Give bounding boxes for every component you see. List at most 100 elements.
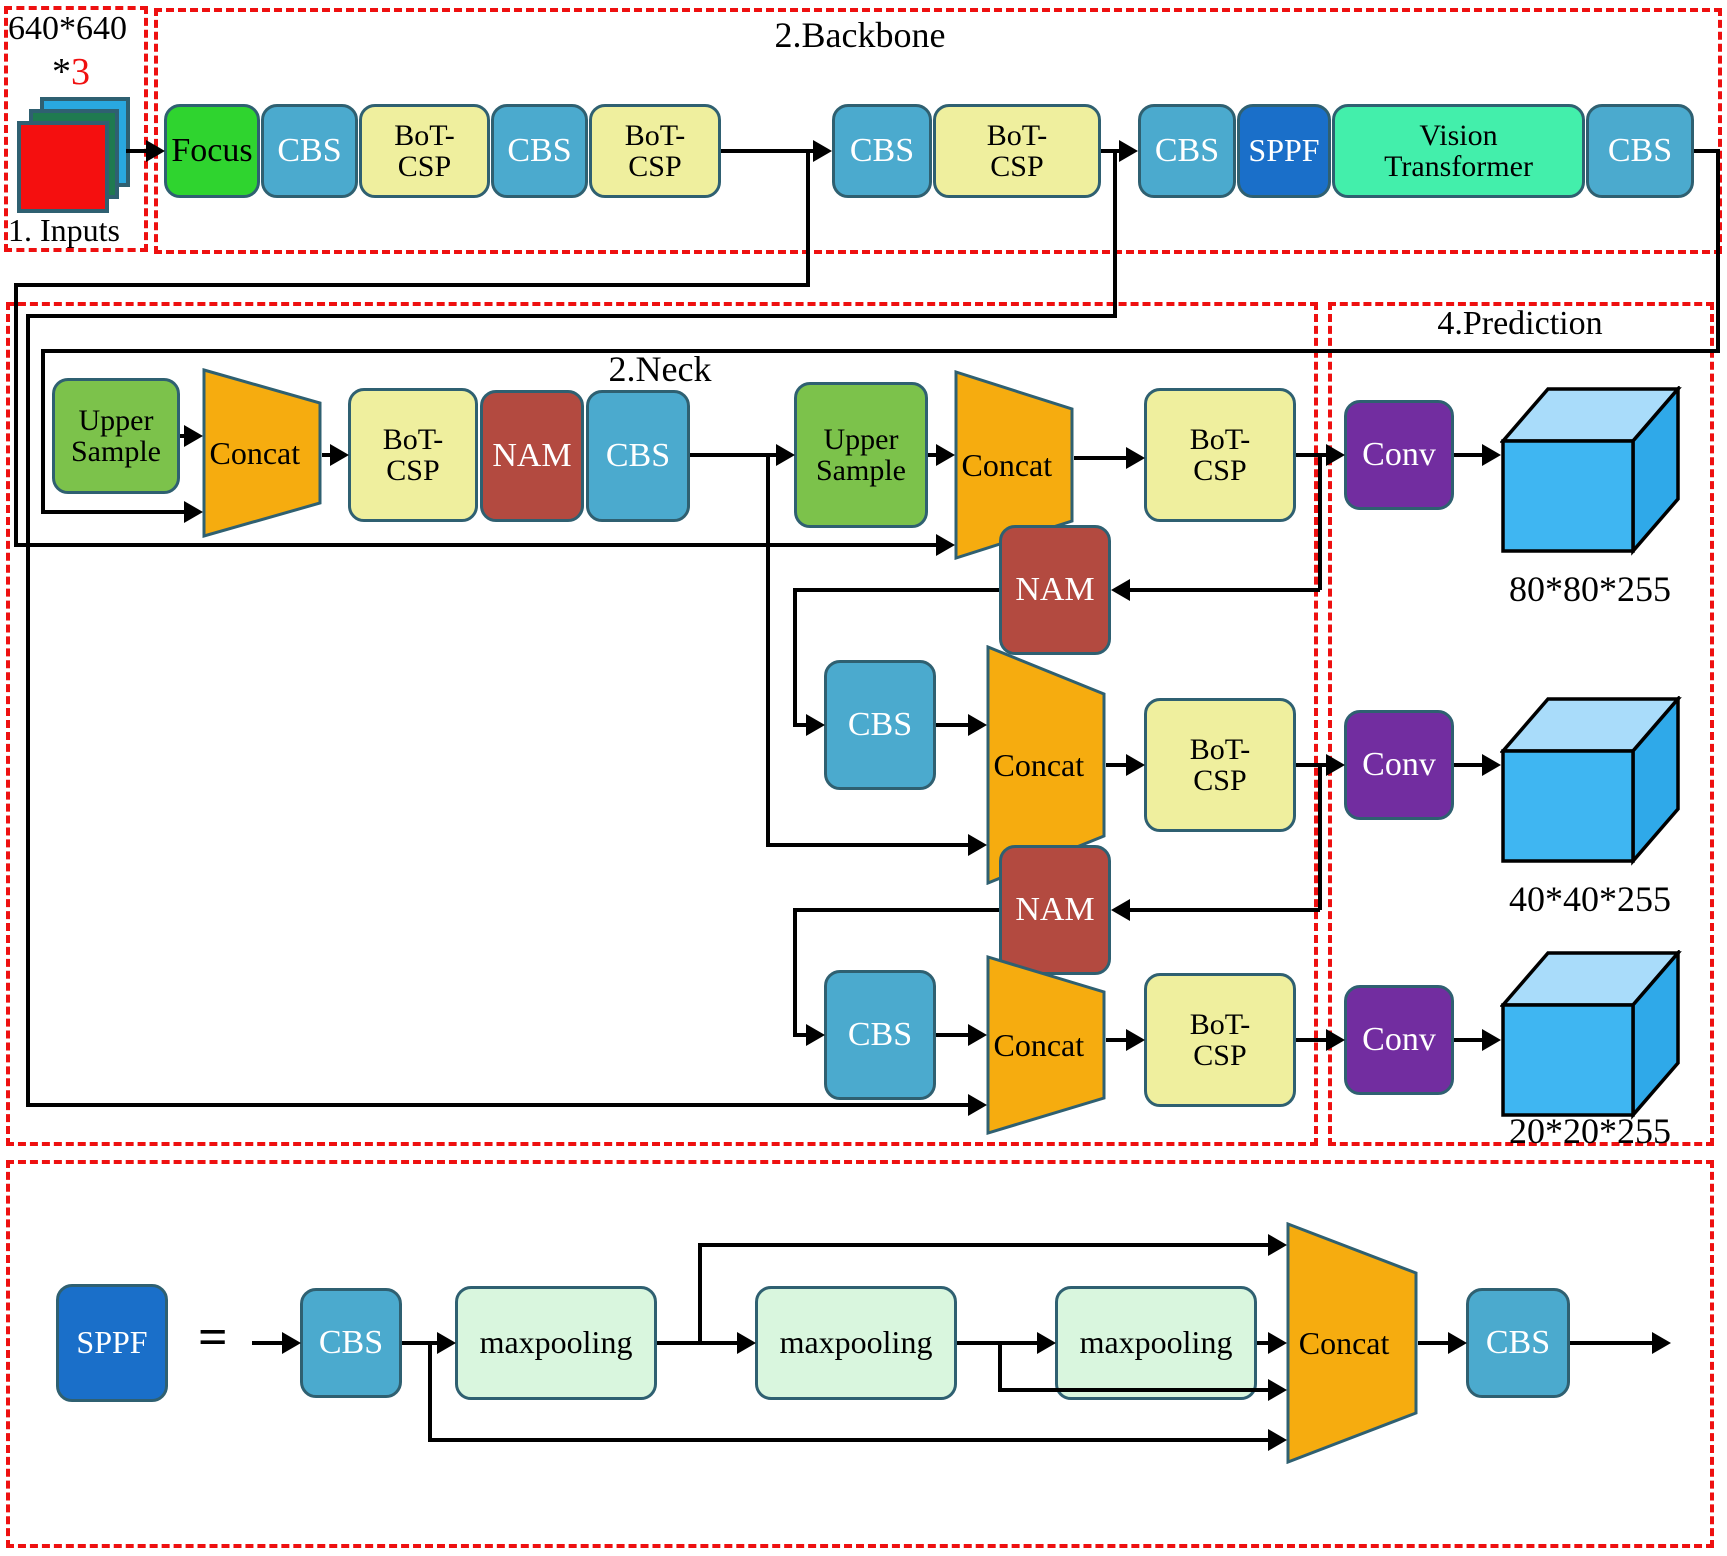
arrowhead [1268, 1429, 1287, 1451]
connector-line [698, 1245, 702, 1343]
connector-line [806, 151, 810, 285]
connector-line [1129, 588, 1320, 592]
arrowhead [1119, 140, 1138, 162]
neck-cbs-3: CBS [824, 970, 936, 1100]
connector-line [766, 843, 968, 847]
arrowhead [184, 425, 203, 447]
connector-line [1106, 1038, 1126, 1042]
neck-concat-4: Concat [986, 955, 1106, 1135]
connector-line [1101, 149, 1123, 153]
sppf-concat: Concat [1286, 1222, 1418, 1464]
concat-label: Concat [209, 434, 301, 471]
prediction-panel [1328, 302, 1714, 1146]
connector-line [1296, 1038, 1328, 1042]
neck-botcsp-2: BoT- CSP [1144, 388, 1296, 522]
maxpooling-1: maxpooling [455, 1286, 657, 1400]
arrowhead [968, 714, 987, 736]
arrowhead [806, 714, 825, 736]
connector-line [43, 349, 1720, 353]
connector-line [1113, 151, 1117, 318]
output-shape-3: 20*20*255 [1509, 1111, 1671, 1151]
connector-line [793, 723, 806, 727]
arrowhead [1448, 1332, 1467, 1354]
neck-nam-1: NAM [480, 390, 584, 522]
connector-line [1296, 453, 1328, 457]
upper-sample-2: Upper Sample [794, 382, 928, 528]
arrowhead [1126, 447, 1145, 469]
connector-line [1694, 149, 1720, 153]
maxpooling-2: maxpooling [755, 1286, 957, 1400]
arrowhead [146, 140, 165, 162]
arrowhead [1268, 1379, 1287, 1401]
arrowhead [1126, 754, 1145, 776]
arrowhead [1326, 754, 1345, 776]
arrowhead [968, 1024, 987, 1046]
arrowhead [936, 534, 955, 556]
connector-line [1570, 1341, 1652, 1345]
backbone-cbs-5: CBS [1586, 104, 1694, 198]
concat-label: Concat [1298, 1324, 1390, 1361]
connector-line [1106, 763, 1126, 767]
neck-cbs-1: CBS [586, 390, 690, 522]
arrowhead [1482, 754, 1501, 776]
sppf-cbs-1: CBS [300, 1288, 402, 1398]
connector-line [766, 455, 770, 847]
connector-line [936, 1033, 968, 1037]
feature-cube-3 [1500, 950, 1682, 1120]
concat-label: Concat [961, 446, 1053, 483]
output-shape-1: 80*80*255 [1509, 569, 1671, 609]
arrowhead [282, 1332, 301, 1354]
vision-transformer-block: Vision Transformer [1332, 104, 1585, 198]
prediction-title: 4.Prediction [1437, 305, 1603, 342]
upper-sample-1: Upper Sample [52, 378, 180, 494]
arrowhead [968, 1094, 987, 1116]
connector-line [721, 149, 816, 153]
backbone-cbs-1: CBS [261, 104, 358, 198]
input-channels-star: * [52, 51, 71, 93]
neck-title: 2.Neck [608, 349, 712, 389]
neck-concat-3: Concat [986, 645, 1106, 885]
connector-line [928, 453, 938, 457]
connector-line [793, 588, 797, 727]
neck-cbs-2: CBS [824, 660, 936, 790]
backbone-cbs-3: CBS [832, 104, 932, 198]
connector-line [793, 908, 797, 1037]
connector-line [1454, 763, 1484, 767]
connector-line [428, 1343, 432, 1440]
connector-line [322, 453, 332, 457]
prediction-conv-1: Conv [1344, 400, 1454, 510]
neck-botcsp-3: BoT- CSP [1144, 698, 1296, 832]
neck-nam-2: NAM [999, 525, 1111, 655]
connector-line [698, 1243, 1268, 1247]
sppf-block: SPPF [1237, 104, 1331, 198]
arrowhead [1268, 1234, 1287, 1256]
connector-line [1454, 1038, 1484, 1042]
arrowhead [1268, 1332, 1287, 1354]
connector-line [26, 1103, 970, 1107]
neck-concat-2: Concat [954, 370, 1074, 560]
connector-line [180, 434, 186, 438]
concat-label: Concat [993, 1026, 1085, 1063]
connector-line [126, 149, 148, 153]
arrowhead [1482, 1029, 1501, 1051]
arrowhead [330, 444, 349, 466]
connector-line [1074, 456, 1126, 460]
neck-botcsp-1: BoT- CSP [348, 388, 478, 522]
connector-line [1257, 1341, 1269, 1345]
prediction-conv-3: Conv [1344, 985, 1454, 1095]
connector-line [1716, 149, 1720, 353]
connector-line [1318, 455, 1322, 590]
arrowhead [968, 834, 987, 856]
connector-line [1296, 763, 1328, 767]
connector-line [690, 453, 778, 457]
backbone-cbs-4: CBS [1138, 104, 1236, 198]
connector-line [1454, 453, 1484, 457]
arrowhead [737, 1332, 756, 1354]
focus-block: Focus [164, 104, 260, 198]
arrowhead [184, 501, 203, 523]
arrowhead [1326, 1029, 1345, 1051]
arrowhead [1111, 899, 1130, 921]
sppf-definition-block: SPPF [56, 1284, 168, 1402]
neck-nam-3: NAM [999, 845, 1111, 975]
